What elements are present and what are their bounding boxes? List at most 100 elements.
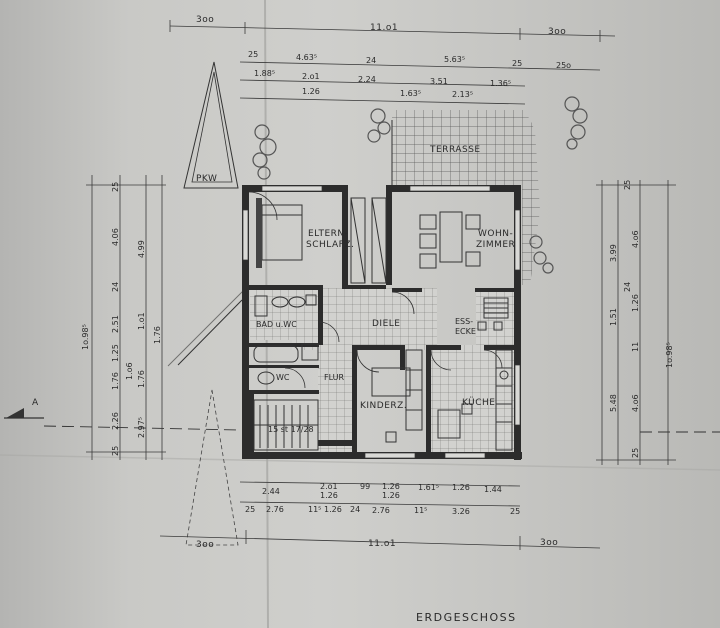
dim-right-c2-4: 25 [631, 448, 640, 458]
dim-right-c1-2: 5.48 [609, 394, 618, 412]
tree-symbols [252, 96, 588, 274]
room-label-eltern-2: SCHLAFZ. [306, 240, 354, 250]
dim-right-c1-0: 3.99 [609, 244, 618, 262]
interior-walls [249, 285, 516, 455]
dim-left-overall: 1o.98⁵ [81, 324, 90, 350]
dim-top-r4-0: 1.26 [302, 87, 320, 96]
dimension-chain-left [86, 175, 166, 460]
dim-bot-overall-right: 3oo [540, 538, 558, 548]
dim-left-c1-3: 2.51 [111, 315, 120, 333]
dim-bot-r1-4: 1.61⁵ [418, 483, 439, 492]
wardrobe [350, 197, 366, 284]
wardrobe [371, 197, 387, 284]
bed [256, 198, 303, 268]
dim-bot-overall-left: 3oo [196, 540, 214, 550]
bathroom-fixtures [253, 294, 319, 385]
dim-left-c2-1: 1.o1 [137, 312, 146, 330]
dim-left-c1-5: 1.76 [111, 372, 120, 390]
dim-right-c2-2: 11 [631, 342, 640, 352]
dim-bot-r1b-0: 1.26 [320, 491, 338, 500]
dim-bot-r1b-1: 1.26 [382, 491, 400, 500]
stairs-label: 15 st 17/28 [268, 425, 314, 434]
dim-top-r3-4: 1.36⁵ [490, 79, 511, 88]
dim-right-c3-1: 24 [623, 282, 632, 292]
windows [242, 185, 521, 459]
dim-top-r4-1: 1.63⁵ [400, 89, 421, 98]
section-marker [4, 408, 720, 433]
dim-top-overall-right: 3oo [548, 27, 566, 37]
dim-left-c1-0: 25 [111, 182, 120, 192]
dim-top-r2-2: 24 [366, 56, 376, 65]
room-label-wohn: WOHN- [478, 229, 513, 239]
room-label-wohn-2: ZIMMER [476, 240, 515, 250]
dim-left-c2-0: 4.99 [137, 240, 146, 258]
dim-right-c2-3: 4.o6 [631, 394, 640, 412]
dim-left-c2-2: 1.76 [137, 370, 146, 388]
house-floor [250, 288, 516, 458]
staircase [253, 399, 319, 451]
dim-bot-r2-3: 1.26 [324, 505, 342, 514]
dim-top-r3-2: 2.24 [358, 75, 376, 84]
floor-title: ERDGESCHOSS [416, 611, 517, 624]
living-furniture [419, 211, 509, 331]
dim-top-r3-0: 1.88⁵ [254, 69, 275, 78]
dim-top-r3-3: 3.51 [430, 77, 448, 86]
dim-top-r2-1: 4.63⁵ [296, 53, 317, 62]
room-label-diele: DIELE [372, 319, 400, 329]
terrace-area [391, 110, 540, 285]
section-marker-label: A [32, 398, 39, 408]
room-label-kinder: KINDERZ. [360, 401, 407, 411]
dimension-chain-top [169, 20, 616, 105]
dim-bot-r2-5: 2.76 [372, 506, 390, 515]
dim-bot-r1-3: 1.26 [382, 482, 400, 491]
dim-left-c3-1: 1.76 [153, 326, 162, 344]
dim-bot-r1-0: 2.44 [262, 487, 280, 496]
dim-top-r4-2: 2.13⁵ [452, 90, 473, 99]
dim-left-c3-0: 1.o6 [125, 362, 134, 380]
room-label-pkw: PKW [196, 174, 217, 184]
dim-right-c2-0: 4.o6 [631, 230, 640, 248]
dim-top-r3-1: 2.o1 [302, 72, 320, 81]
room-label-wc: WC [276, 373, 290, 382]
door-swings [248, 191, 503, 389]
dimension-chain-bottom [159, 481, 601, 550]
room-label-ess: ESS- [455, 317, 473, 326]
dim-bot-r1-1: 2.o1 [320, 482, 338, 491]
parking-symbol [183, 61, 239, 189]
dim-top-r2-3: 5.63⁵ [444, 55, 465, 64]
dim-left-c1-4: 1.25 [111, 344, 120, 362]
dim-bot-r2-2: 11⁵ [308, 505, 321, 514]
room-label-kueche: KÜCHE [462, 397, 496, 408]
kitchen-furniture [437, 349, 513, 451]
driveway-outline [185, 389, 239, 546]
dim-top-r2-5: 25o [556, 61, 571, 70]
dim-top-r2-0: 25 [248, 50, 258, 59]
room-label-ess-2: ECKE [455, 327, 476, 336]
dim-bot-r1-2: 99 [360, 482, 370, 491]
dim-top-overall-mid: 11.o1 [370, 23, 398, 33]
dim-bot-r2-4: 24 [350, 505, 360, 514]
dim-bot-overall-mid: 11.o1 [368, 539, 396, 549]
child-room-furniture [371, 349, 423, 443]
dim-right-overall: 1o.98⁵ [665, 342, 674, 368]
ramp-line [167, 289, 245, 367]
dim-right-c2-1: 1.26 [631, 294, 640, 312]
dim-left-c2-3: 2.97⁵ [137, 417, 146, 438]
dim-right-c1-1: 1.51 [609, 308, 618, 326]
dim-bot-r2-6: 11⁵ [414, 506, 427, 515]
room-label-flur: FLUR [324, 373, 345, 382]
dim-bot-r1-6: 1.44 [484, 485, 502, 494]
dim-bot-r2-7: 3.26 [452, 507, 470, 516]
dim-left-c1-6: 2.26 [111, 412, 120, 430]
dimension-chain-right [596, 180, 676, 465]
room-label-bad: BAD u.WC [256, 320, 297, 329]
dim-bot-r2-1: 2.76 [266, 505, 284, 514]
dim-right-c3-0: 25 [623, 180, 632, 190]
dim-top-r2-4: 25 [512, 59, 522, 68]
dim-bot-r2-8: 25 [510, 507, 520, 516]
dim-bot-r2-0: 25 [245, 505, 255, 514]
dim-bot-r1-5: 1.26 [452, 483, 470, 492]
terrace-label: TERRASSE [429, 145, 481, 155]
